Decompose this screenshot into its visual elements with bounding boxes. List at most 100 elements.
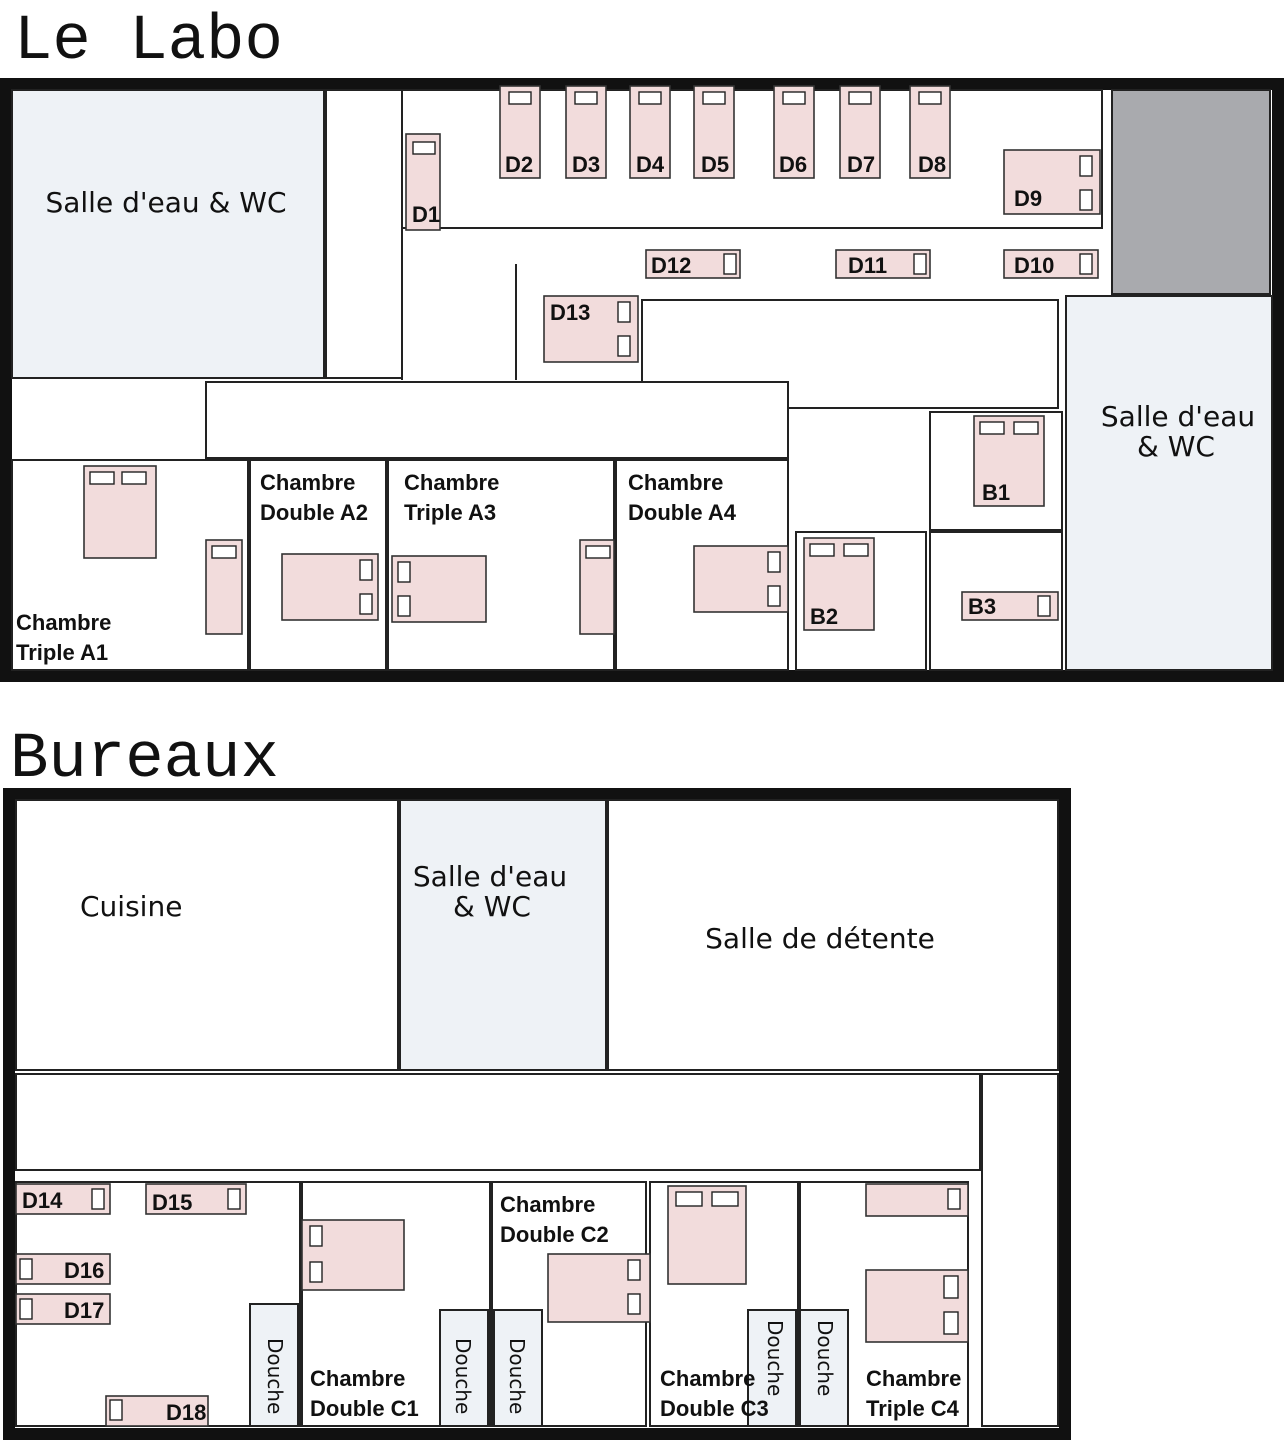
bed-a1-single — [205, 539, 243, 635]
bureaux-c1-label-1: Chambre — [310, 1366, 405, 1391]
shower-3: Douche — [493, 1309, 543, 1427]
bed-a2-double — [281, 553, 379, 621]
shower-4-label: Douche — [763, 1320, 787, 1396]
labo-plan: Salle d'eau & WC Salle d'eau & WC Chambr… — [0, 78, 1284, 682]
bed-d2-label: D2 — [505, 152, 533, 177]
labo-a2-label-1: Chambre — [260, 470, 355, 495]
bed-d16: D16 — [15, 1253, 111, 1285]
bed-d8: D8 — [909, 85, 951, 179]
bureaux-c4-label-2: Triple C4 — [866, 1396, 960, 1421]
bureaux-lounge — [607, 799, 1059, 1071]
bed-d17: D17 — [15, 1293, 111, 1325]
bed-c1-double — [301, 1219, 405, 1291]
shower-1-label: Douche — [263, 1338, 287, 1414]
shower-2-label: Douche — [451, 1338, 475, 1414]
bed-c4-single — [865, 1183, 969, 1217]
bed-d1: D1 — [405, 133, 441, 231]
bureaux-corridor — [15, 1073, 981, 1171]
bureaux-bathroom — [399, 799, 607, 1071]
bed-b1: B1 — [973, 415, 1045, 507]
labo-corridor-column — [325, 89, 403, 379]
bureaux-kitchen-label: Cuisine — [80, 890, 182, 923]
bed-d18-label: D18 — [166, 1400, 206, 1425]
shower-4: Douche — [747, 1309, 797, 1427]
labo-a4-label-2: Double A4 — [628, 500, 737, 525]
bed-d7-label: D7 — [847, 152, 875, 177]
bed-d5: D5 — [693, 85, 735, 179]
bed-d7: D7 — [839, 85, 881, 179]
labo-a1-label-2: Triple A1 — [16, 640, 108, 665]
labo-bathroom-right-label-2: & WC — [1137, 430, 1215, 463]
bed-a3-double — [391, 555, 487, 623]
bed-d4: D4 — [629, 85, 671, 179]
bed-d10-label: D10 — [1014, 253, 1054, 278]
bed-d11: D11 — [835, 249, 931, 279]
bureaux-c4-label-1: Chambre — [866, 1366, 961, 1391]
bed-d12: D12 — [645, 249, 741, 279]
labo-storage — [1111, 89, 1271, 295]
bed-d9-label: D9 — [1014, 186, 1042, 211]
bureaux-bathroom-label-2: & WC — [453, 890, 531, 923]
labo-hall-block — [205, 381, 789, 459]
bed-d14-label: D14 — [22, 1188, 63, 1213]
bureaux-c2-label-1: Chambre — [500, 1192, 595, 1217]
bureaux-c3-label-1: Chambre — [660, 1366, 755, 1391]
labo-bathroom-right-label-1: Salle d'eau — [1101, 400, 1255, 433]
bed-d13-label: D13 — [550, 300, 590, 325]
labo-a3-label-1: Chambre — [404, 470, 499, 495]
bureaux-corridor-end — [981, 1073, 1059, 1427]
bureaux-lounge-label: Salle de détente — [705, 922, 935, 955]
shower-2: Douche — [439, 1309, 489, 1427]
shower-5-label: Douche — [813, 1320, 837, 1396]
bed-d3: D3 — [565, 85, 607, 179]
bed-d14: D14 — [15, 1183, 111, 1215]
shower-1: Douche — [249, 1303, 299, 1427]
bed-c4-double — [865, 1269, 969, 1343]
bed-d9: D9 — [1003, 149, 1101, 215]
bureaux-title: Bureaux — [10, 724, 279, 796]
bed-b2: B2 — [803, 537, 875, 631]
bed-b1-label: B1 — [982, 480, 1010, 505]
labo-bathroom-left-label: Salle d'eau & WC — [45, 186, 286, 219]
bed-d10: D10 — [1003, 249, 1099, 279]
bed-d5-label: D5 — [701, 152, 729, 177]
bed-d6: D6 — [773, 85, 815, 179]
labo-title: Le Labo — [14, 6, 283, 78]
shower-3-label: Douche — [505, 1338, 529, 1414]
bed-a1-double — [83, 465, 157, 559]
bed-c3-double — [667, 1185, 747, 1285]
labo-a4-label-1: Chambre — [628, 470, 723, 495]
bed-d16-label: D16 — [64, 1258, 104, 1283]
bed-d15: D15 — [145, 1183, 247, 1215]
bed-d18: D18 — [105, 1395, 209, 1427]
bureaux-kitchen — [15, 799, 399, 1071]
bed-a3-single — [579, 539, 615, 635]
bed-b3: B3 — [961, 591, 1059, 621]
bureaux-c1-label-2: Double C1 — [310, 1396, 419, 1421]
labo-bathroom-right — [1065, 295, 1273, 671]
shower-5: Douche — [799, 1309, 849, 1427]
labo-bathroom-left — [11, 89, 325, 379]
bureaux-plan: Cuisine Salle d'eau & WC Salle de détent… — [3, 788, 1071, 1440]
bureaux-c3-label-2: Double C3 — [660, 1396, 769, 1421]
bed-b3-label: B3 — [968, 594, 996, 619]
bed-b2-label: B2 — [810, 604, 838, 629]
bed-d15-label: D15 — [152, 1190, 192, 1215]
bed-d12-label: D12 — [651, 253, 691, 278]
bureaux-c2-label-2: Double C2 — [500, 1222, 609, 1247]
labo-a1-label-1: Chambre — [16, 610, 111, 635]
bed-d6-label: D6 — [779, 152, 807, 177]
bed-d8-label: D8 — [918, 152, 946, 177]
bed-d13: D13 — [543, 295, 639, 363]
bed-d17-label: D17 — [64, 1298, 104, 1323]
labo-a2-label-2: Double A2 — [260, 500, 368, 525]
bed-d1-label: D1 — [412, 202, 440, 227]
bed-d3-label: D3 — [572, 152, 600, 177]
bed-d11-label: D11 — [848, 253, 887, 278]
bed-d4-label: D4 — [636, 152, 665, 177]
labo-a3-label-2: Triple A3 — [404, 500, 496, 525]
bureaux-bathroom-label-1: Salle d'eau — [413, 860, 567, 893]
bed-a4-double — [693, 545, 789, 613]
bed-c2-double — [547, 1253, 651, 1323]
